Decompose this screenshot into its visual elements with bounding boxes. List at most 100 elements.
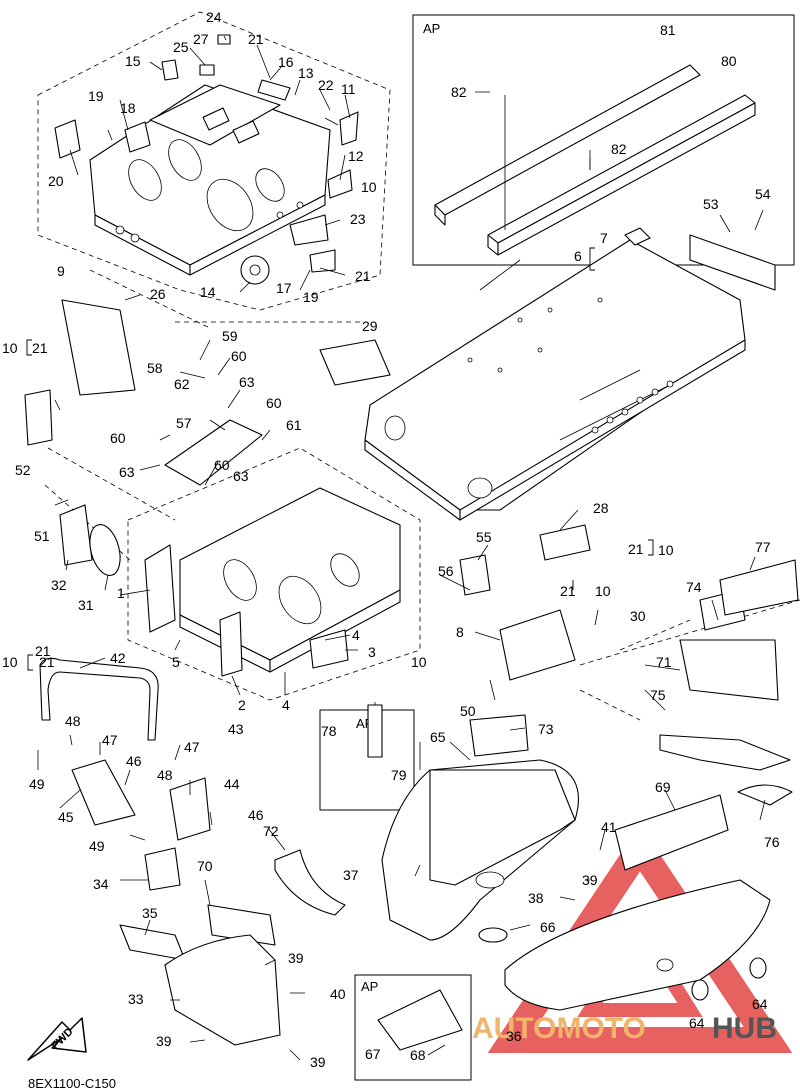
callout-44: 44 bbox=[224, 776, 240, 792]
bracket-17 bbox=[309, 249, 336, 273]
callout-60: 60 bbox=[231, 348, 247, 364]
callout-73: 73 bbox=[538, 721, 554, 737]
callout-18: 18 bbox=[120, 100, 136, 116]
bracket-55 bbox=[459, 554, 491, 596]
cap-64b bbox=[749, 957, 767, 979]
callout-11: 11 bbox=[341, 81, 356, 97]
callout-54: 54 bbox=[755, 186, 771, 202]
callout-32: 32 bbox=[51, 577, 67, 593]
callout-10: 10 bbox=[361, 179, 377, 195]
plate-35 bbox=[119, 924, 186, 961]
callout-74: 74 bbox=[686, 579, 702, 595]
callout-12: 12 bbox=[348, 148, 364, 164]
callout-37: 37 bbox=[343, 867, 359, 883]
callout-53: 53 bbox=[703, 196, 719, 212]
callout-33: 33 bbox=[128, 991, 144, 1007]
bracket-23 bbox=[289, 214, 329, 246]
callout-38: 38 bbox=[528, 890, 544, 906]
ap-box-rails: AP bbox=[412, 14, 795, 266]
callout-9: 9 bbox=[57, 263, 65, 279]
callout-30: 30 bbox=[630, 608, 646, 624]
callout-15: 15 bbox=[125, 53, 141, 69]
grommet-66 bbox=[478, 927, 508, 943]
callout-42: 42 bbox=[110, 650, 126, 666]
callout-36: 36 bbox=[506, 1028, 522, 1044]
upper-assembly-outline bbox=[37, 11, 391, 311]
callout-49b: 49 bbox=[89, 838, 105, 854]
callout-76: 76 bbox=[764, 834, 780, 850]
callout-21: 21 bbox=[248, 31, 264, 47]
bracket-45 bbox=[71, 759, 136, 826]
callout-47: 47 bbox=[102, 732, 118, 748]
callout-66: 66 bbox=[540, 919, 556, 935]
callout-58: 58 bbox=[147, 360, 163, 376]
skid-33 bbox=[164, 934, 281, 1046]
panel-69 bbox=[614, 794, 729, 871]
cover-67 bbox=[377, 989, 463, 1051]
callout-72: 72 bbox=[263, 823, 279, 839]
boot-31 bbox=[89, 524, 121, 576]
callout-82: 82 bbox=[451, 84, 467, 100]
forward-arrow-icon: FWD bbox=[27, 1017, 87, 1061]
callout-3: 3 bbox=[368, 644, 376, 660]
bracket-9 bbox=[61, 299, 136, 396]
callout-35: 35 bbox=[142, 905, 158, 921]
callout-64: 64 bbox=[752, 996, 768, 1012]
callout-46b: 46 bbox=[248, 807, 264, 823]
skid-36 bbox=[504, 879, 771, 1011]
plate-7 bbox=[624, 227, 651, 246]
reference-21-c: 21 bbox=[628, 541, 644, 557]
callout-40: 40 bbox=[330, 986, 346, 1002]
callout-60d: 60 bbox=[214, 457, 230, 473]
watermark-suffix: HUB bbox=[712, 1012, 777, 1045]
tunnel-assembly bbox=[319, 227, 776, 561]
callout-34: 34 bbox=[93, 876, 109, 892]
bracket-11 bbox=[339, 111, 359, 146]
case-8 bbox=[499, 609, 576, 681]
callout-14: 14 bbox=[200, 284, 216, 300]
callout-65: 65 bbox=[430, 729, 446, 745]
callout-21c: 21 bbox=[35, 643, 51, 659]
callout-19b: 19 bbox=[303, 289, 319, 305]
ap-box-cover: AP bbox=[354, 974, 472, 1081]
bracket-52 bbox=[24, 389, 53, 446]
lower-assembly-outline bbox=[127, 447, 421, 701]
plate-18 bbox=[124, 121, 151, 153]
callout-71: 71 bbox=[656, 654, 672, 670]
reference-21-d: 21 bbox=[560, 583, 576, 599]
callout-39d: 39 bbox=[310, 1054, 326, 1070]
callout-47b: 47 bbox=[184, 739, 200, 755]
callout-23: 23 bbox=[350, 211, 366, 227]
bracket-57 bbox=[164, 419, 263, 486]
cap-64a bbox=[691, 979, 709, 1001]
strip-77 bbox=[719, 559, 799, 616]
callout-41: 41 bbox=[601, 819, 617, 835]
plate-29 bbox=[319, 339, 391, 386]
ap-box-label: AP bbox=[361, 979, 378, 994]
diagram-caption: 8EX1100-C150 bbox=[28, 1076, 116, 1091]
plate-12 bbox=[327, 169, 353, 199]
bracket-2 bbox=[219, 611, 243, 677]
callout-8: 8 bbox=[456, 624, 464, 640]
callout-4: 4 bbox=[352, 627, 360, 643]
callout-45: 45 bbox=[58, 809, 74, 825]
callout-68: 68 bbox=[410, 1047, 426, 1063]
brace-70 bbox=[207, 904, 276, 946]
bracket-16 bbox=[257, 79, 291, 101]
callout-28: 28 bbox=[593, 500, 609, 516]
bracket-28 bbox=[539, 524, 591, 561]
callout-70: 70 bbox=[197, 858, 213, 874]
callout-49: 49 bbox=[29, 776, 45, 792]
callout-64b: 64 bbox=[689, 1015, 705, 1031]
ap-box-label: AP bbox=[423, 21, 440, 36]
callout-2: 2 bbox=[238, 697, 246, 713]
callout-27: 27 bbox=[193, 31, 209, 47]
watermark-prefix: AUTOMOTO bbox=[472, 1012, 646, 1045]
clip-27 bbox=[199, 64, 215, 76]
callout-19: 19 bbox=[88, 88, 104, 104]
panel-71 bbox=[679, 639, 779, 701]
callout-82b: 82 bbox=[611, 141, 627, 157]
callout-59: 59 bbox=[222, 328, 238, 344]
callout-60c: 60 bbox=[110, 430, 126, 446]
